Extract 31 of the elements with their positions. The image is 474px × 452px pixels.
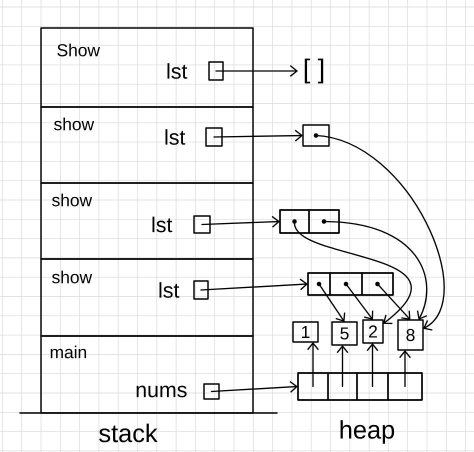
pointer-arrow [210,381,298,393]
region-label: heap [340,420,394,444]
list-cell [327,372,358,401]
variable-name: lst [160,282,180,298]
empty-list: [ ] [304,58,324,84]
pointer-arrow [366,343,378,388]
pointer-arrow [294,220,412,324]
number-box: 5 [331,321,358,346]
list-cell [387,372,423,401]
pointer-arrow [307,342,319,388]
pointer-arrow [200,278,308,291]
list-cell [356,372,389,401]
pointer-arrow [201,216,280,228]
list-cell [297,372,329,401]
variable-name: lst [166,129,186,145]
pointer-arrow [376,283,410,320]
pointer-arrow [315,134,445,331]
pointer-arrow [323,220,428,320]
number-box: 2 [362,319,384,344]
pointer-arrow [336,345,348,388]
region-label: stack [99,424,158,442]
pointer-arrow [345,283,374,320]
pointer-arrow [213,130,303,142]
variable-name: nums [136,386,187,398]
number-box: 8 [397,319,424,351]
pointer-arrow [215,65,298,77]
number-box: 1 [292,321,319,343]
pointer-arrow [318,283,346,322]
variable-name: lst [152,216,172,232]
variable-name: lst [168,63,188,79]
pointer-arrow [399,350,411,388]
